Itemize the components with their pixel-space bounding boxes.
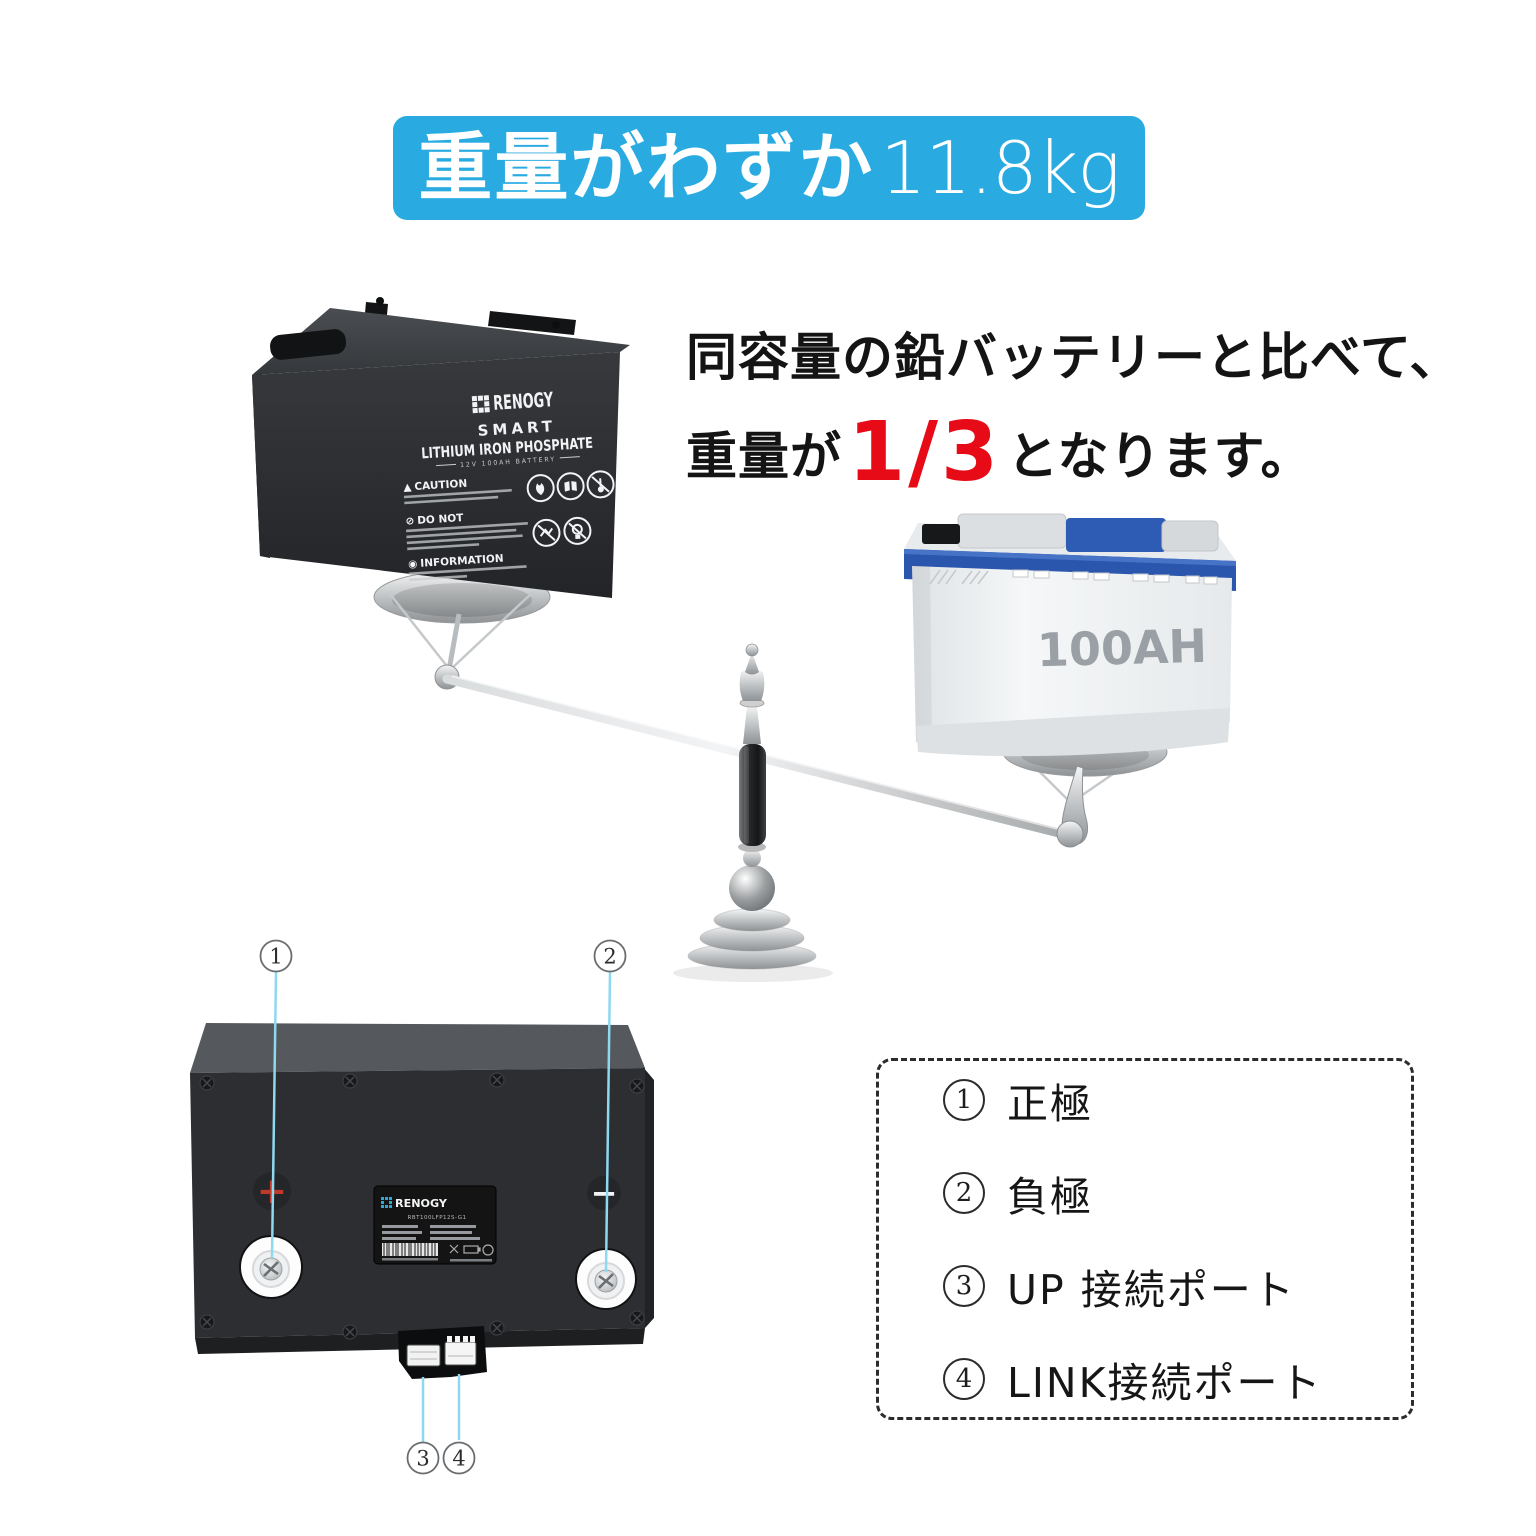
legend-label-link-port: LINK接続ポート	[1007, 1358, 1323, 1407]
comparison-line1: 同容量の鉛バッテリーと比べて、	[686, 329, 1462, 388]
information-heading: ◉INFORMATION	[408, 553, 504, 571]
legend-num-2: 2	[943, 1171, 985, 1214]
legend-item-up-port: 3 UP 接続ポート	[943, 1256, 1411, 1316]
port-housing	[398, 1326, 487, 1379]
legend-num-4: 4	[943, 1357, 985, 1400]
callout-2-negative: 2	[593, 939, 627, 973]
lead-acid-battery-illustration: 100AH	[904, 513, 1236, 757]
lead-battery-body: 100AH	[904, 513, 1236, 757]
negative-mark-recess	[587, 1176, 621, 1210]
lithium-battery-body	[252, 297, 630, 598]
no-series-connection-icon	[563, 516, 592, 545]
legend-num-3: 3	[943, 1264, 985, 1307]
callout-4-link-port: 4	[442, 1441, 476, 1475]
label-cert-icons	[449, 1244, 494, 1262]
scale-pedestal	[673, 643, 833, 982]
legend-label-up-port: UP 接続ポート	[1007, 1265, 1296, 1314]
label-barcode	[382, 1243, 438, 1261]
lead-battery-capacity: 100AH	[1036, 619, 1207, 677]
label-brand: RENOGY	[395, 1197, 448, 1210]
ports-legend: 1 正極 2 負極 3 UP 接続ポート 4 LINK接続ポート	[876, 1058, 1414, 1420]
renogy-logo-icon	[471, 395, 490, 414]
negative-terminal	[575, 1248, 637, 1310]
legend-item-link-port: 4 LINK接続ポート	[943, 1349, 1411, 1409]
positive-terminal	[239, 1235, 303, 1299]
svg-text:3: 3	[416, 1447, 429, 1471]
lithium-name-line1: SMART	[477, 417, 556, 440]
case-screws	[199, 1072, 645, 1340]
comparison-fraction: 1/3	[848, 405, 1002, 500]
banner-weight-value: 11.8kg	[880, 126, 1120, 210]
lithium-brand: RENOGY	[492, 387, 554, 415]
callouts: 1 2 3 4	[259, 939, 627, 1475]
fire-hazard-icon	[526, 474, 555, 503]
label-model: RBT100LFP12S-G1	[408, 1215, 467, 1221]
up-port	[406, 1344, 441, 1367]
link-port	[444, 1336, 477, 1366]
svg-text:4: 4	[452, 1447, 465, 1471]
svg-text:2: 2	[603, 945, 616, 969]
negative-mark: −	[591, 1174, 618, 1212]
manual-book-icon	[556, 472, 585, 501]
caution-heading: ▲CAUTION	[403, 478, 468, 494]
info-icon: ◉	[408, 558, 418, 571]
comparison-line2-prefix: 重量が	[686, 428, 843, 487]
svg-text:1: 1	[269, 945, 282, 969]
balance-scale	[373, 570, 1168, 982]
banner-title: 重量がわずか	[418, 125, 875, 211]
legend-num-1: 1	[943, 1078, 985, 1121]
legend-label-negative: 負極	[1007, 1172, 1093, 1221]
lead-battery-blue-cap	[1066, 518, 1166, 552]
caution-triangle-icon: ▲	[403, 481, 413, 494]
prohibited-icon: ⊘	[405, 515, 415, 528]
legend-label-positive: 正極	[1007, 1079, 1093, 1128]
callout-3-up-port: 3	[406, 1441, 440, 1475]
legend-item-positive: 1 正極	[943, 1070, 1411, 1130]
spec-label: RENOGY RBT100LFP12S-G1	[373, 1185, 497, 1265]
callout-1-positive: 1	[259, 939, 293, 973]
do-not-heading: ⊘DO NOT	[405, 512, 464, 528]
temperature-limit-icon	[586, 470, 615, 499]
lead-battery-terminal	[922, 524, 960, 544]
legend-item-negative: 2 負極	[943, 1163, 1411, 1223]
no-crush-icon	[532, 518, 561, 547]
battery-top-view-diagram: + − RENOGY RBT100LFP12S-G1	[190, 939, 654, 1475]
label-renogy-logo-icon	[381, 1197, 392, 1208]
lithium-battery-illustration: RENOGY SMART LITHIUM IRON PHOSPHATE 12V …	[252, 297, 630, 598]
label-spec-lines	[382, 1225, 480, 1240]
comparison-line2-suffix: となります。	[1007, 428, 1313, 487]
